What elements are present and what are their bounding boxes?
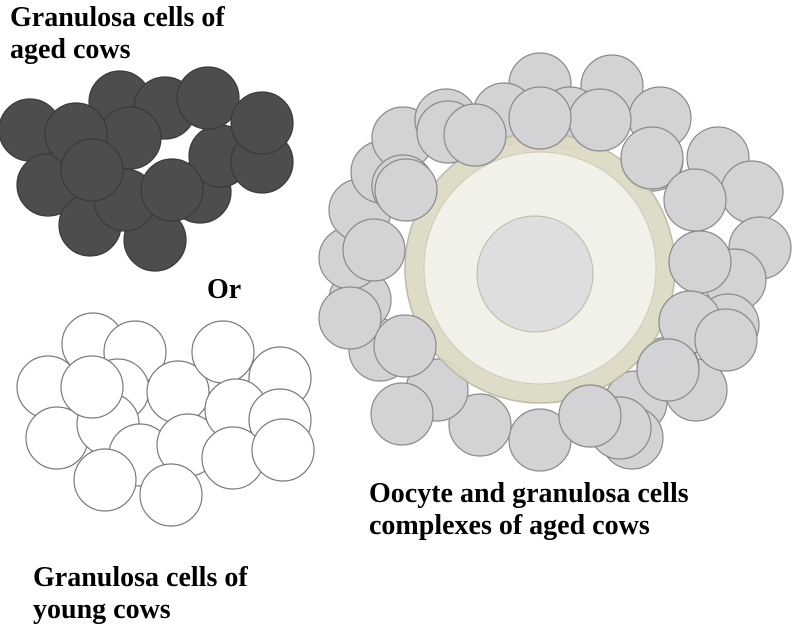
aged-granulosa-label-line2: aged cows — [10, 34, 131, 65]
cumulus-cell — [694, 308, 758, 372]
oocyte — [404, 132, 676, 404]
aged-granulosa-cell — [60, 138, 124, 202]
cumulus-cell — [373, 314, 437, 378]
cumulus-cell — [636, 338, 700, 402]
cumulus-cell — [558, 384, 622, 448]
aged-granulosa-cell — [230, 91, 294, 155]
coc-label-line2: complexes of aged cows — [369, 510, 650, 541]
cumulus-cell — [370, 382, 434, 446]
cumulus-cell — [620, 126, 684, 190]
young-granulosa-label: Granulosa cells of young cows — [33, 562, 248, 626]
young-granulosa-cell — [73, 448, 137, 512]
cumulus-cell — [318, 286, 382, 350]
aged-granulosa-cell — [176, 66, 240, 130]
coc-label-line1: Oocyte and granulosa cells — [369, 478, 689, 509]
cumulus-cell — [663, 168, 727, 232]
young-granulosa-cell — [251, 418, 315, 482]
cumulus-cell — [668, 230, 732, 294]
young-granulosa-label-line2: young cows — [33, 594, 171, 625]
aged-granulosa-cluster — [0, 66, 294, 272]
aged-granulosa-cell — [140, 158, 204, 222]
aged-granulosa-label: Granulosa cells of aged cows — [10, 2, 225, 66]
young-granulosa-cell — [191, 320, 255, 384]
or-label: Or — [207, 274, 242, 305]
aged-granulosa-label-line1: Granulosa cells of — [10, 2, 225, 33]
cumulus-cell — [448, 393, 512, 457]
young-granulosa-cell — [60, 355, 124, 419]
young-granulosa-label-line1: Granulosa cells of — [33, 562, 248, 593]
cumulus-cell — [720, 160, 784, 224]
young-granulosa-cell — [139, 463, 203, 527]
cumulus-cell — [568, 88, 632, 152]
oocyte-nucleus — [476, 215, 594, 333]
cumulus-cell — [342, 218, 406, 282]
young-granulosa-cluster — [16, 312, 315, 527]
coc-cumulus-front — [318, 86, 758, 460]
cumulus-cell — [508, 86, 572, 150]
cumulus-cell — [374, 158, 438, 222]
cumulus-cell — [443, 103, 507, 167]
coc-label: Oocyte and granulosa cells complexes of … — [369, 478, 689, 542]
